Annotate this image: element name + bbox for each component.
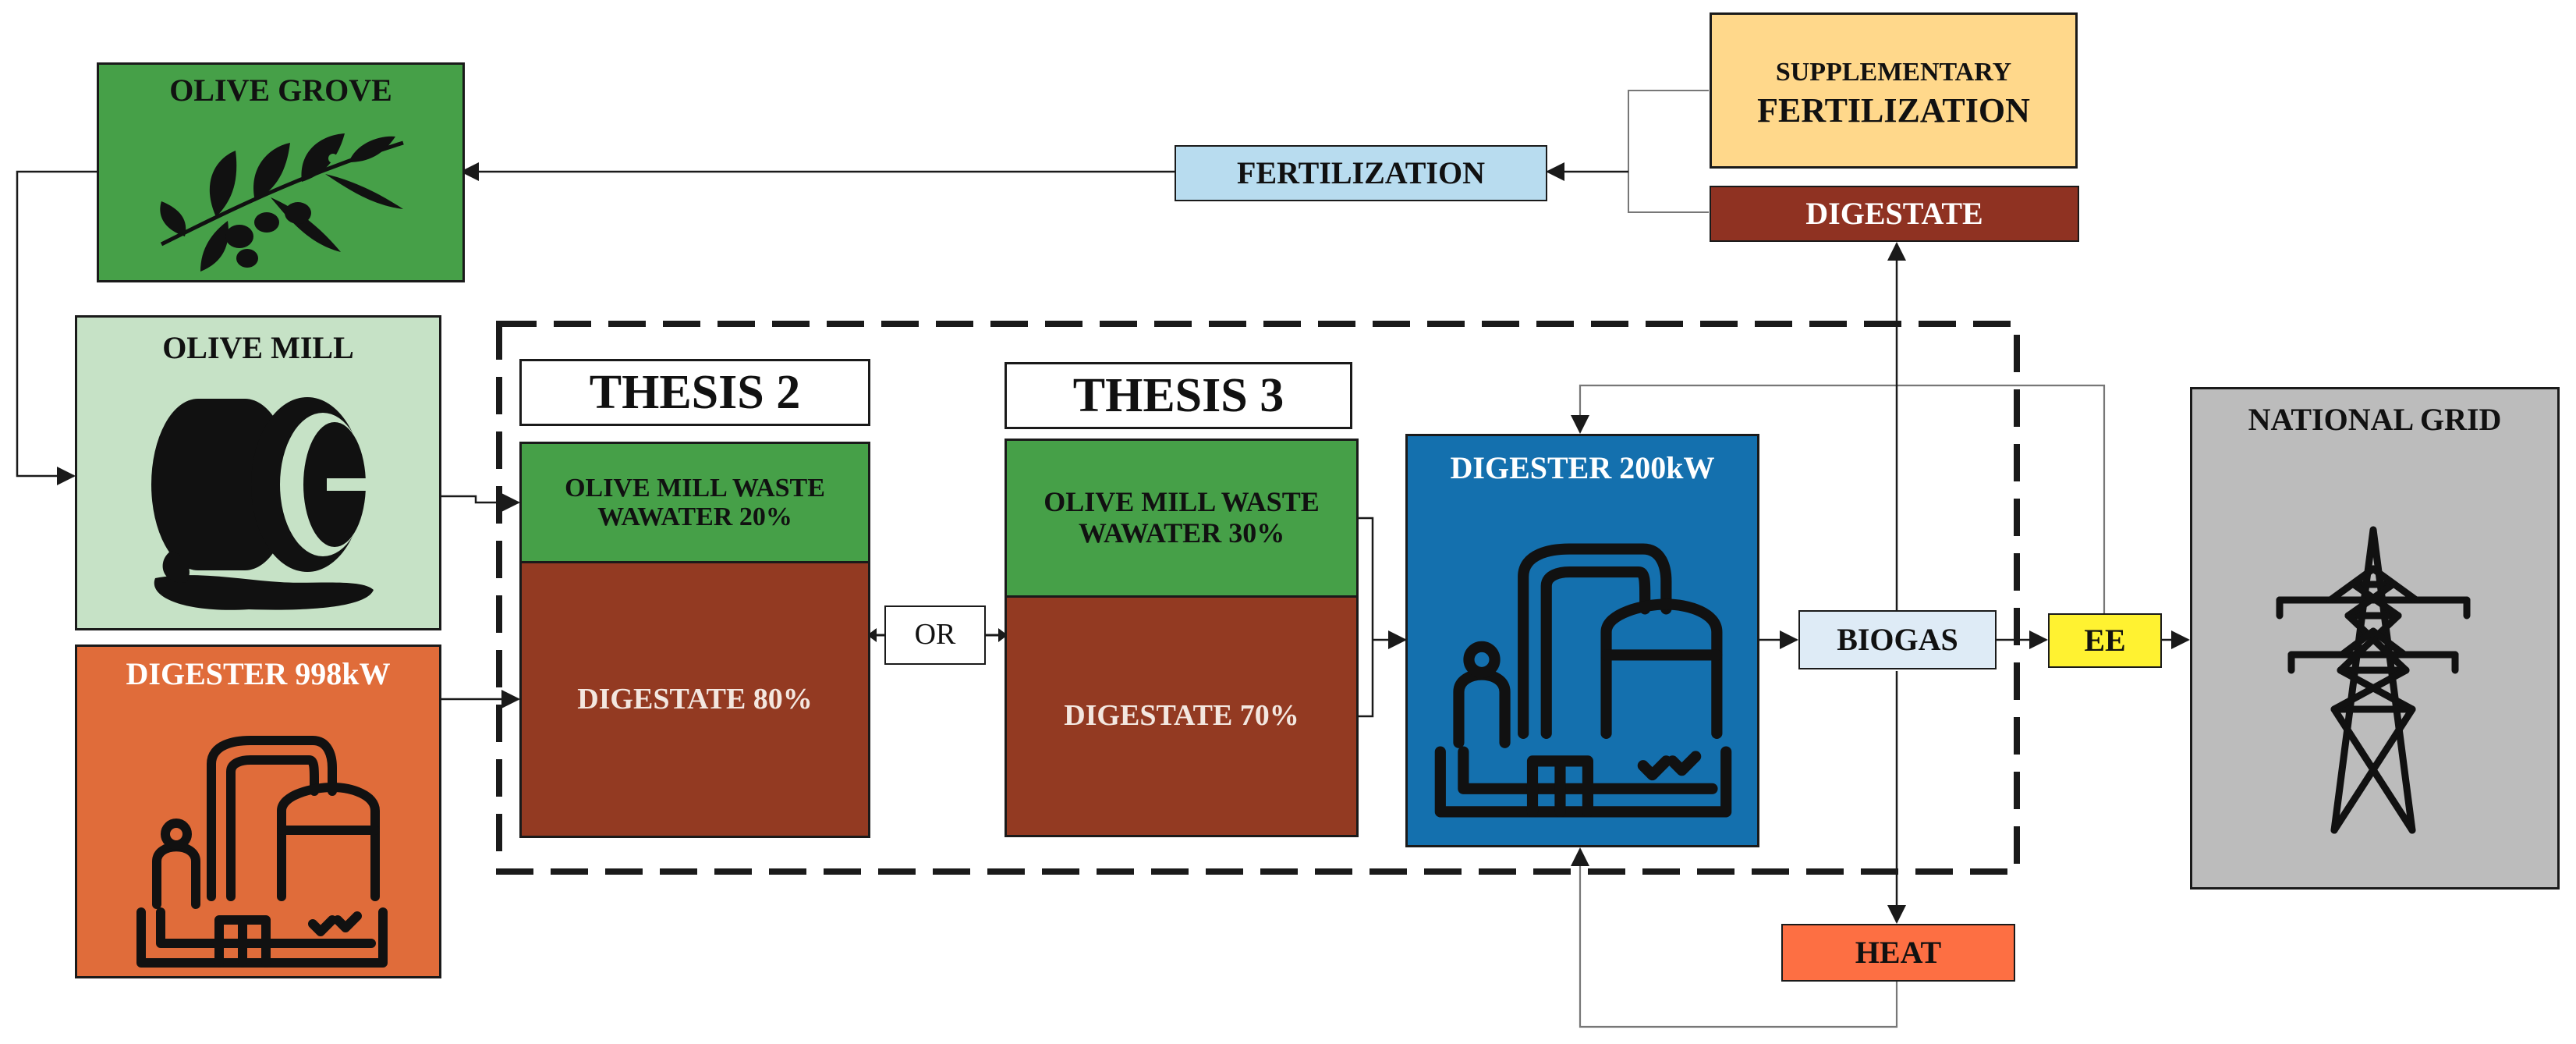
- power-pylon-icon: [2272, 522, 2475, 834]
- supplementary-label-line1: SUPPLEMENTARY: [1775, 58, 2012, 87]
- thesis3-to-digester200-line: [1359, 517, 1374, 718]
- supplementary-to-fertilization-line: [1628, 90, 1709, 213]
- biogas-box: BIOGAS: [1798, 610, 1997, 669]
- thesis3-waste-box: OLIVE MILL WASTE WAWATER 30%: [1005, 439, 1359, 598]
- olive-grove-box: OLIVE GROVE: [97, 62, 465, 282]
- or-label: OR: [914, 618, 956, 652]
- or-box: OR: [884, 605, 986, 665]
- heat-box: HEAT: [1781, 924, 2015, 982]
- ee-box: EE: [2048, 613, 2162, 668]
- olive-mill-box: OLIVE MILL: [75, 315, 441, 630]
- thesis2-digestate-label: DIGESTATE 80%: [577, 682, 813, 716]
- digester-998kw-label: DIGESTER 998kW: [126, 656, 391, 691]
- ee-feedback-to-digester200: [1571, 384, 2106, 620]
- thesis3-title: THESIS 3: [1072, 368, 1284, 422]
- mill-to-thesis2-arrow: [440, 493, 520, 512]
- thesis3-waste-label: OLIVE MILL WASTE WAWATER 30%: [1044, 486, 1320, 549]
- olive-grove-label: OLIVE GROVE: [169, 73, 392, 108]
- digester-200kw-box: DIGESTER 200kW: [1405, 434, 1759, 847]
- digestate-output-box: DIGESTATE: [1710, 186, 2079, 242]
- fertilization-box: FERTILIZATION: [1175, 145, 1547, 201]
- supplementary-label-line2: FERTILIZATION: [1757, 91, 2030, 130]
- thesis3-digestate-box: DIGESTATE 70%: [1005, 595, 1359, 837]
- ee-label: EE: [2084, 623, 2126, 658]
- biogas-plant-icon: [1431, 530, 1735, 826]
- supplementary-fertilization-box: SUPPLEMENTARY FERTILIZATION: [1710, 12, 2078, 169]
- digester-998kw-box: DIGESTER 998kW: [75, 645, 441, 978]
- thesis2-waste-box: OLIVE MILL WASTE WAWATER 20%: [519, 442, 870, 563]
- digester-200kw-label: DIGESTER 200kW: [1450, 450, 1715, 485]
- olive-branch-icon: [154, 127, 411, 275]
- thesis2-title: THESIS 2: [589, 365, 801, 419]
- thesis3-digestate-label: DIGESTATE 70%: [1064, 699, 1299, 733]
- heat-loop-to-digester200: [1571, 847, 1898, 1028]
- biogas-label: BIOGAS: [1837, 622, 1958, 657]
- thesis2-title-box: THESIS 2: [519, 359, 870, 426]
- heat-label: HEAT: [1855, 935, 1942, 970]
- national-grid-box: NATIONAL GRID: [2190, 387, 2560, 890]
- system-boundary: [496, 321, 2020, 875]
- fertilization-label: FERTILIZATION: [1237, 155, 1485, 190]
- national-grid-label: NATIONAL GRID: [2248, 402, 2502, 437]
- digestate-output-label: DIGESTATE: [1805, 196, 1983, 231]
- olive-mill-press-icon: [140, 383, 389, 617]
- biogas-plant-icon: [133, 725, 391, 975]
- thesis2-digestate-box: DIGESTATE 80%: [519, 561, 870, 838]
- olive-mill-label: OLIVE MILL: [162, 330, 354, 365]
- thesis3-title-box: THESIS 3: [1005, 362, 1352, 429]
- thesis2-waste-label: OLIVE MILL WASTE WAWATER 20%: [565, 473, 825, 531]
- grove-to-mill-arrow: [16, 170, 97, 485]
